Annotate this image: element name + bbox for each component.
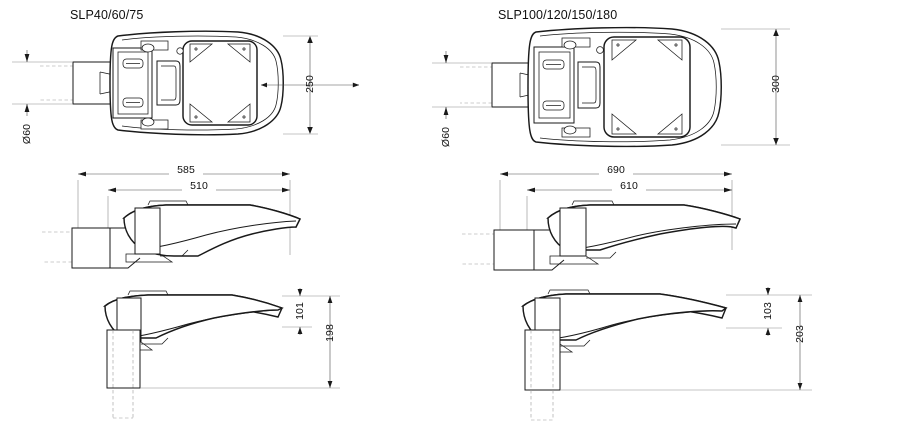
right-dim-103: 103 — [762, 302, 774, 320]
left-dim-510: 510 — [182, 180, 216, 192]
left-model-title: SLP40/60/75 — [70, 8, 144, 22]
right-dim-690: 690 — [599, 164, 633, 176]
right-dim-203: 203 — [794, 325, 806, 343]
left-dim-585: 585 — [169, 164, 203, 176]
right-model-title: SLP100/120/150/180 — [498, 8, 618, 22]
right-dim-610: 610 — [612, 180, 646, 192]
